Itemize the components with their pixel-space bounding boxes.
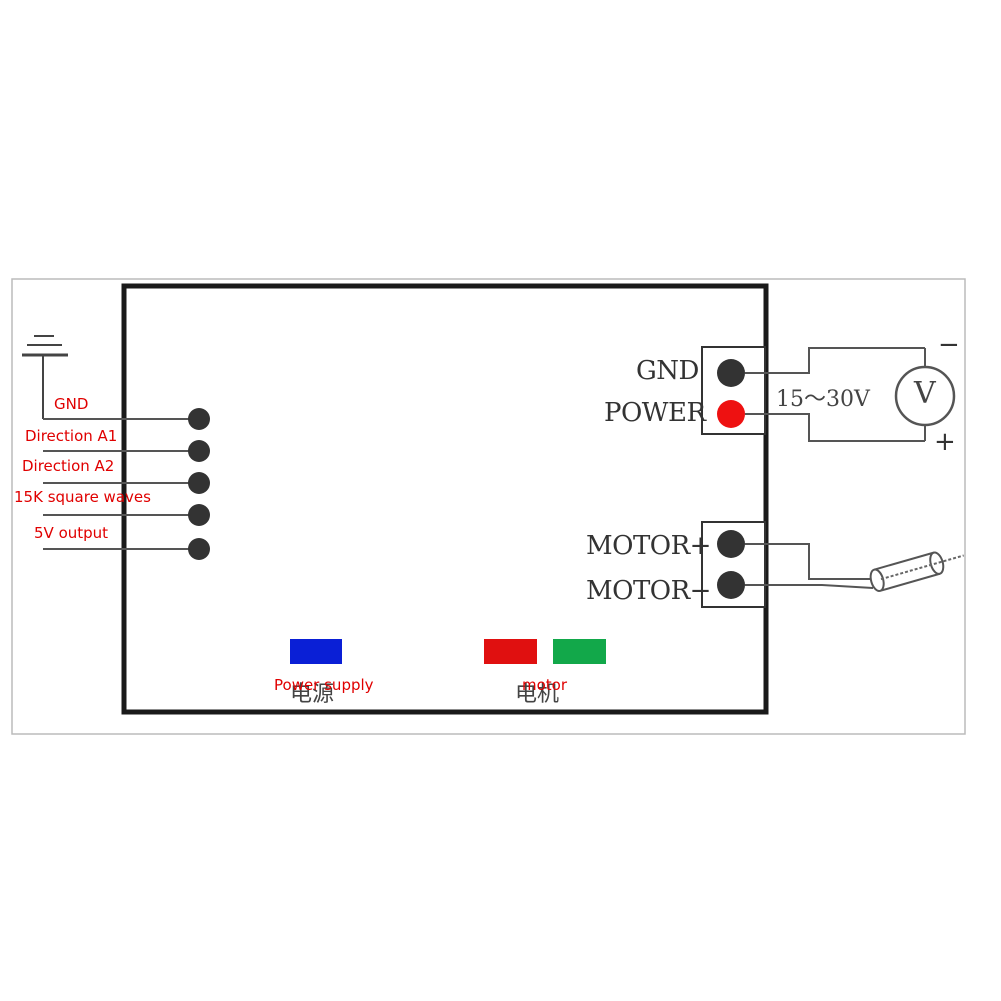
label-motor-plus: MOTOR+ — [586, 531, 711, 561]
label-motor-minus: MOTOR− — [586, 576, 711, 606]
terminal-power — [717, 400, 745, 428]
motor-indicator-led-red — [484, 639, 537, 664]
label-power-cn: 电源 — [290, 682, 335, 707]
label-terminal-power: POWER — [604, 398, 706, 428]
voltmeter-icon — [894, 365, 956, 427]
motor-icon — [869, 551, 964, 592]
label-motor-en: motor — [522, 676, 568, 694]
wire-supply-positive — [745, 413, 925, 442]
label-5v-output: 5V output — [34, 524, 109, 542]
terminal-gnd — [717, 359, 745, 387]
wire-motor-plus — [745, 543, 873, 580]
outer-frame — [11, 278, 966, 735]
motor-indicator-led-green — [553, 639, 606, 664]
board-outline — [121, 283, 769, 715]
label-terminal-gnd: GND — [636, 356, 699, 386]
wire-supply-negative — [745, 347, 925, 374]
label-negative-sign: − — [938, 330, 960, 360]
pin-gnd — [188, 408, 210, 430]
pin-5v — [188, 538, 210, 560]
label-voltage-range: 15～30V — [776, 387, 870, 412]
label-motor-cn: 电机 — [515, 682, 560, 707]
label-power-en: Power supply — [274, 676, 374, 694]
power-indicator-led — [290, 639, 342, 664]
voltmeter-symbol: V — [914, 376, 936, 411]
ground-icon — [22, 335, 68, 419]
label-direction-a2: Direction A2 — [22, 457, 115, 475]
wire-motor-minus — [745, 584, 874, 589]
pin-dir-a1 — [188, 440, 210, 462]
label-direction-a1: Direction A1 — [25, 427, 118, 445]
label-positive-sign: + — [934, 427, 956, 457]
label-square-waves: 15K square waves — [14, 488, 151, 506]
terminal-motor-minus — [717, 571, 745, 599]
label-gnd: GND — [54, 395, 89, 413]
pin-dir-a2 — [188, 472, 210, 494]
pin-square — [188, 504, 210, 526]
terminal-motor-plus — [717, 530, 745, 558]
